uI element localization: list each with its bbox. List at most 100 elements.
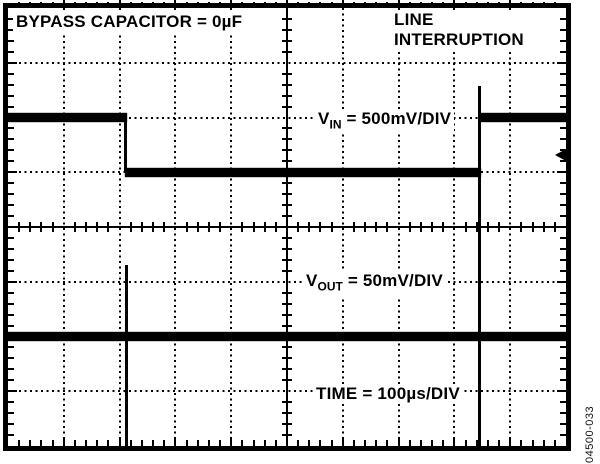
border-tick-right xyxy=(560,160,566,163)
border-tick-left xyxy=(8,149,14,152)
axis-tick xyxy=(364,222,367,232)
border-tick-left xyxy=(8,171,17,174)
axis-tick xyxy=(241,222,244,232)
border-tick-right xyxy=(560,412,566,415)
axis-tick xyxy=(18,222,21,232)
axis-tick xyxy=(386,222,389,232)
border-tick-right xyxy=(560,127,566,130)
border-tick-bottom xyxy=(274,440,277,446)
border-tick-right xyxy=(560,138,566,141)
axis-tick xyxy=(282,434,292,437)
border-tick-bottom xyxy=(129,440,132,446)
axis-tick xyxy=(96,222,99,232)
axis-tick xyxy=(282,247,292,250)
border-tick-left xyxy=(8,324,14,327)
border-tick-right xyxy=(560,182,566,185)
border-tick-bottom xyxy=(553,440,556,446)
axis-tick xyxy=(282,346,292,349)
axis-tick xyxy=(282,368,292,371)
border-tick-bottom xyxy=(85,440,88,446)
border-tick-bottom xyxy=(498,440,501,446)
border-tick-right xyxy=(560,324,566,327)
axis-tick xyxy=(282,127,292,130)
border-tick-bottom xyxy=(352,440,355,446)
border-tick-bottom xyxy=(185,440,188,446)
axis-tick xyxy=(282,39,292,42)
line-interruption-line1: LINE xyxy=(394,10,434,29)
border-tick-bottom xyxy=(419,440,422,446)
border-tick-right xyxy=(560,313,566,316)
border-tick-left xyxy=(8,160,14,163)
trace-vout-segment xyxy=(125,265,129,446)
border-tick-left xyxy=(8,193,14,196)
border-tick-right xyxy=(557,280,566,283)
border-tick-right xyxy=(560,105,566,108)
axis-tick xyxy=(498,222,501,232)
border-tick-left xyxy=(8,127,14,130)
border-tick-bottom xyxy=(73,440,76,446)
axis-tick xyxy=(282,379,292,382)
border-tick-bottom xyxy=(118,437,121,446)
border-tick-right xyxy=(560,357,566,360)
border-tick-bottom xyxy=(442,440,445,446)
border-tick-bottom xyxy=(263,440,266,446)
axis-tick xyxy=(282,72,292,75)
border-tick-right xyxy=(557,61,566,64)
axis-tick xyxy=(207,222,210,232)
axis-tick xyxy=(282,215,292,218)
border-tick-left xyxy=(8,17,14,20)
axis-tick xyxy=(274,222,277,232)
axis-tick xyxy=(73,222,76,232)
border-tick-bottom xyxy=(252,440,255,446)
axis-tick xyxy=(282,28,292,31)
axis-tick xyxy=(282,324,292,327)
border-tick-right xyxy=(560,258,566,261)
axis-tick xyxy=(282,313,292,316)
trace-vin-segment xyxy=(124,117,128,173)
trigger-level-marker-icon xyxy=(555,149,566,162)
border-tick-bottom xyxy=(408,440,411,446)
border-tick-right xyxy=(557,171,566,174)
border-tick-bottom xyxy=(196,440,199,446)
axis-tick xyxy=(282,138,292,141)
border-tick-right xyxy=(560,379,566,382)
axis-tick xyxy=(40,222,43,232)
border-tick-bottom xyxy=(241,440,244,446)
axis-tick xyxy=(531,222,534,232)
border-tick-left xyxy=(8,50,14,53)
axis-tick xyxy=(107,222,110,232)
border-tick-left xyxy=(8,368,14,371)
time-scale-label: TIME = 100µs/DIV xyxy=(313,384,463,404)
border-tick-left xyxy=(8,94,14,97)
border-tick-right xyxy=(560,434,566,437)
axis-tick xyxy=(475,222,478,232)
axis-tick xyxy=(282,401,292,404)
axis-tick xyxy=(282,182,292,185)
border-tick-right xyxy=(560,50,566,53)
axis-tick xyxy=(282,204,292,207)
axis-tick xyxy=(542,222,545,232)
border-tick-bottom xyxy=(163,440,166,446)
vout-subscript: OUT xyxy=(317,279,343,294)
border-tick-left xyxy=(8,83,14,86)
border-tick-bottom xyxy=(509,437,512,446)
border-tick-left xyxy=(8,215,14,218)
border-tick-right xyxy=(560,17,566,20)
border-tick-right xyxy=(560,302,566,305)
axis-tick xyxy=(29,222,32,232)
border-tick-left xyxy=(8,236,14,239)
axis-tick xyxy=(252,222,255,232)
border-tick-left xyxy=(8,423,14,426)
border-tick-right xyxy=(560,346,566,349)
border-tick-bottom xyxy=(475,440,478,446)
border-tick-bottom xyxy=(107,440,110,446)
border-tick-left xyxy=(8,28,14,31)
axis-tick xyxy=(486,222,489,232)
border-tick-left xyxy=(8,412,14,415)
vin-scale-label: VIN = 500mV/DIV xyxy=(315,109,455,135)
border-tick-right xyxy=(557,226,566,228)
axis-tick xyxy=(219,222,222,232)
line-interruption-label: LINE INTERRUPTION xyxy=(391,10,527,50)
axis-tick xyxy=(282,149,292,152)
trace-vin-segment xyxy=(478,113,567,122)
